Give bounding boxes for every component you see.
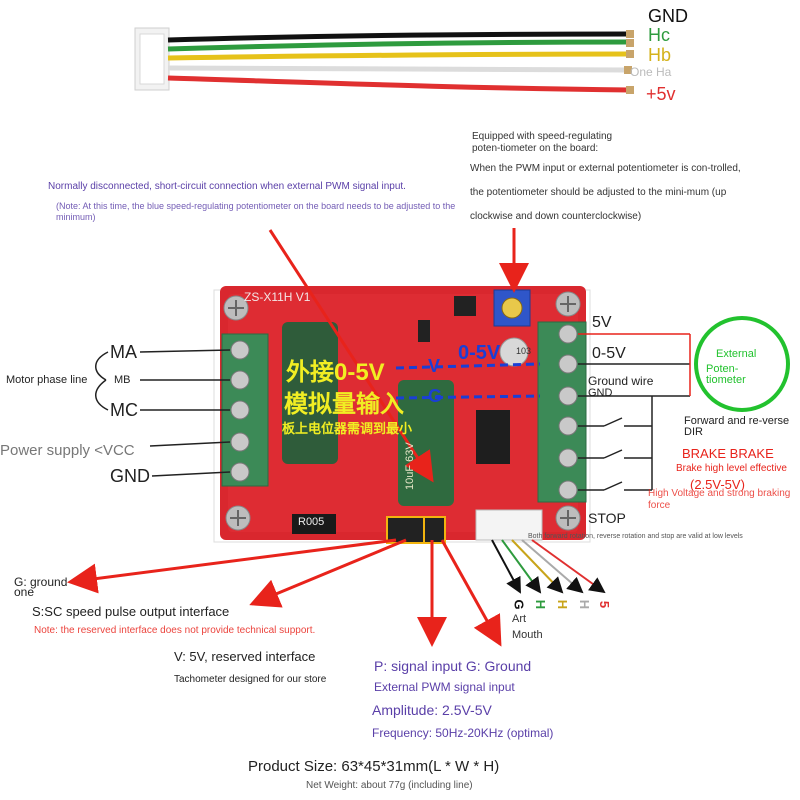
board-cn-line3: 板上电位器需调到最小 [282,421,413,436]
label-brake-strong: High Voltage and strong braking force [648,488,791,511]
right-wiring [578,316,790,491]
label-gnd-left: GND [110,466,150,486]
label-5v-right: 5V [592,314,612,331]
board-pot-value: 103 [516,346,532,356]
pwm-note-title: Normally disconnected, short-circuit con… [48,181,406,192]
wire-label-hb: Hb [648,45,672,65]
pin-label-art: Art [512,613,527,625]
label-sc-output: S:SC speed pulse output interface [32,604,230,619]
wire-label-5v: +5v [646,84,676,104]
label-brake-voltage: (2.5V-5V) [690,477,745,492]
board-g-mark: G [428,386,443,406]
label-tachometer: Tachometer designed for our store [174,674,327,685]
pin-letter-5v: 5 [597,600,613,609]
label-p-signal: P: signal input G: Ground [374,658,532,674]
board-model: ZS-X11H V1 [244,290,311,304]
label-potentiometer: Poten-tiometer [706,363,746,386]
label-power-supply: Power supply <VCC [0,442,135,459]
board-cn-line2: 模拟量输入 [284,391,404,418]
board-cn-line1: 外接0-5V [286,359,385,386]
label-frequency: Frequency: 50Hz-20KHz (optimal) [372,726,554,740]
label-brake: BRAKE BRAKE [682,446,774,461]
label-external: External [716,348,757,360]
label-sc-note: Note: the reserved interface does not pr… [34,625,316,636]
left-leader-lines [95,349,231,477]
top-connector-cable [134,27,634,94]
wire-label-gnd: GND [648,6,688,26]
label-dir: Forward and re-verse DIR [684,415,790,438]
board-voltage-overlay: 0-5V [458,342,501,364]
pin-letter-g: G [511,599,527,610]
label-mc: MC [110,400,138,420]
label-motor-phase-line: Motor phase line [6,374,88,386]
label-brake-level: Brake high level effective [676,463,787,474]
pin-letter-hc: H [533,599,549,610]
label-05v-right: 0-5V [592,345,626,362]
pin-label-mouth: Mouth [512,629,543,641]
pwm-note-body: (Note: At this time, the blue speed-regu… [56,201,456,222]
label-v5-reserved: V: 5V, reserved interface [174,649,316,664]
pin-letter-ha: H [577,599,593,610]
net-weight: Net Weight: about 77g (including line) [306,780,473,791]
label-g-ground: G: ground one [14,575,68,599]
label-gnd-right: GND [588,387,613,399]
product-size: Product Size: 63*45*31mm(L * W * H) [248,758,500,775]
pot-note-body: When the PWM input or external potentiom… [470,163,741,222]
label-stop-note: Both forward rotation, reverse rotation … [528,533,743,540]
board-v-mark: V [428,356,441,376]
label-mb: MB [114,374,131,386]
label-ext-pwm: External PWM signal input [374,680,515,694]
pin-letter-hb: H [555,599,571,610]
pot-note-title: Equipped with speed-regulating poten-tio… [472,131,613,154]
board-cap-text: 10uF 63V [404,442,416,490]
label-amplitude: Amplitude: 2.5V-5V [372,702,492,718]
red-arrows [67,228,529,647]
label-stop: STOP [588,510,626,526]
hall-wires [491,539,606,594]
wire-label-ha: One Ha [630,65,672,79]
label-ground-wire: Ground wire [588,374,654,388]
board-resistor-label: R005 [298,516,325,528]
wire-label-hc: Hc [648,25,670,45]
label-ma: MA [110,342,137,362]
